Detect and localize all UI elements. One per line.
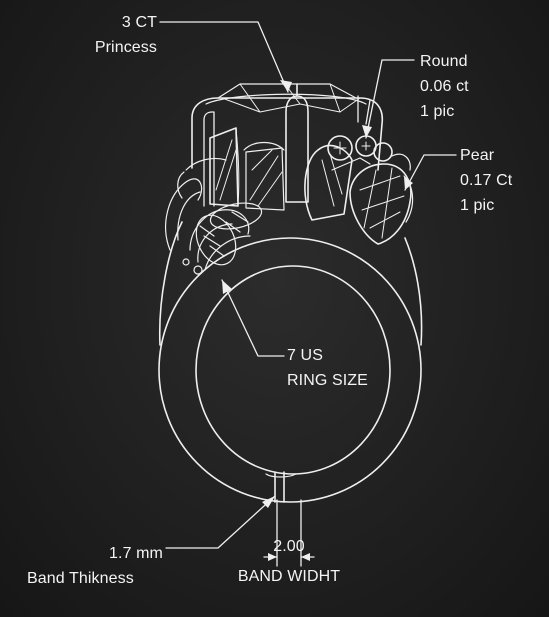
leader-lines [159,21,457,567]
band-bottom-seam [265,471,297,503]
arrow-center-stone [280,80,292,92]
pear-stone [349,153,414,245]
center-stone-label: 3 CT Princess [60,10,157,60]
pear-stone-cut: Pear [460,147,495,164]
ring-size-title: RING SIZE [287,372,368,389]
band-side-outline [158,221,183,346]
round-stone-label: Round 0.06 ct 1 pic [420,49,469,124]
arrow-pear-stone [404,177,413,190]
arrow-heads [222,80,413,561]
leader-pear-stone [404,154,457,191]
leader-center-stone [159,21,289,93]
arrow-band-width-left [268,553,277,561]
band-outer-outline [158,237,422,503]
arrow-round-stone [362,125,372,138]
center-stone-carat: 3 CT [121,14,157,31]
band-inner-outline [195,265,391,475]
leader-ring-size [221,279,285,357]
band-side-outline-right [404,237,423,346]
prongs [203,83,371,207]
center-stone-head [191,83,384,211]
band-thickness-title: Band Thikness [27,570,134,587]
arrow-band-thickness [262,496,275,508]
center-stone-cut: Princess [94,39,157,56]
band-thickness-value: 1.7 mm [109,545,163,562]
arrow-band-width-right [301,553,310,561]
round-stone-carat: 0.06 ct [420,78,469,95]
round-stone-cluster [304,135,393,221]
pear-stone-carat: 0.17 Ct [460,172,513,189]
round-stone-count: 1 pic [420,103,455,120]
band-width-title: BAND WIDHT [237,568,341,585]
round-stone-cut: Round [420,53,468,70]
ring-size-value: 7 US [287,347,323,364]
leader-round-stone [365,59,415,139]
pear-stone-label: Pear 0.17 Ct 1 pic [460,143,512,218]
left-filigree [165,157,263,275]
band-width-value: 2.00 [273,538,305,555]
arrow-ring-size [222,280,232,294]
leader-band-thickness [165,495,276,549]
ring-size-label: 7 US RING SIZE [287,343,368,393]
band-thickness-label: 1.7 mm [10,541,163,566]
pear-stone-count: 1 pic [460,197,495,214]
